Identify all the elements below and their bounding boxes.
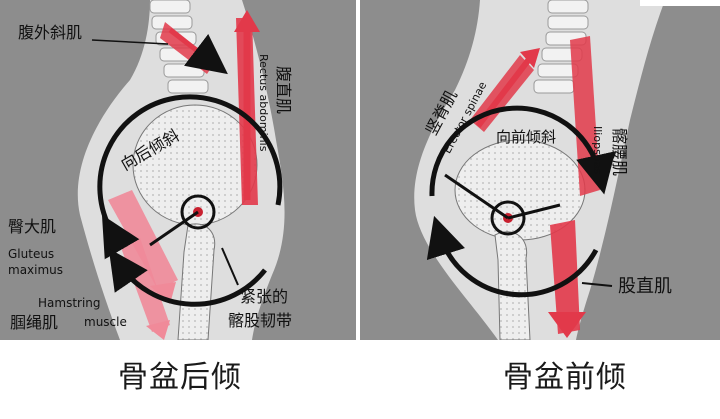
- left-femur-bone: [177, 223, 216, 340]
- right-rotation-arrow: [429, 105, 616, 197]
- left-hamstring-arrowhead: [146, 320, 170, 340]
- pelvic-tilt-diagram: 腹外斜肌 腹直肌 Rectus abdominis 向后倾斜 臀大肌 Glute…: [0, 0, 720, 340]
- label-rectus-abdominis-en: Rectus abdominis: [257, 54, 270, 152]
- label-hamstring-en-1: Hamstring: [38, 296, 101, 310]
- label-gluteus-en-2: maximus: [8, 263, 63, 277]
- right-hip-joint: [490, 200, 526, 236]
- left-pelvic-axis: [149, 210, 199, 247]
- right-rectus-femoris-muscle: [550, 220, 580, 334]
- right-pelvic-axis-2: [507, 203, 561, 220]
- right-erector-arrowhead: [520, 48, 540, 68]
- right-panel: 竖脊肌 Erector spinae 向前倾斜 髂腰肌 Iliopsoas 股直…: [360, 0, 720, 340]
- left-oblique-arrow: [168, 28, 228, 75]
- left-rectus-arrowhead: [234, 10, 260, 32]
- label-anterior-tilt: 向前倾斜: [496, 128, 556, 146]
- left-panel: 腹外斜肌 腹直肌 Rectus abdominis 向后倾斜 臀大肌 Glute…: [0, 0, 356, 340]
- caption-posterior-tilt: 骨盆后倾: [118, 360, 242, 395]
- left-oblique-pointer: [91, 39, 169, 45]
- left-hip-joint: [180, 194, 216, 230]
- caption-anterior-tilt: 骨盆前倾: [503, 360, 627, 395]
- left-pelvis-bone: [132, 104, 258, 226]
- right-pelvic-axis: [444, 173, 509, 220]
- label-rectus-femoris: 股直肌: [618, 276, 672, 297]
- label-hamstring-cn: 腘绳肌: [10, 313, 58, 332]
- label-gluteus-en-1: Gluteus: [8, 247, 54, 261]
- left-ligament-pointer: [221, 247, 239, 286]
- left-rotation-arrow: [97, 94, 283, 260]
- label-hamstring-en-2: muscle: [84, 315, 127, 329]
- label-tight-2: 髂股韧带: [228, 311, 292, 330]
- label-rectus-abdominis-cn: 腹直肌: [274, 66, 293, 114]
- label-iliopsoas-en: Iliopsoas: [591, 126, 604, 174]
- label-iliopsoas-cn: 髂腰肌: [610, 128, 629, 176]
- right-top-white-band: [640, 0, 720, 6]
- right-femur-bone: [494, 231, 531, 340]
- right-rectus-femoris-pointer: [581, 282, 613, 287]
- right-rotation-arrow-lower: [426, 215, 599, 298]
- left-rotation-arrow-lower: [108, 248, 267, 307]
- label-external-oblique: 腹外斜肌: [18, 23, 82, 42]
- right-rectus-femoris-arrowhead: [548, 312, 586, 338]
- label-gluteus-cn: 臀大肌: [8, 217, 56, 236]
- label-tight-1: 紧张的: [240, 287, 288, 306]
